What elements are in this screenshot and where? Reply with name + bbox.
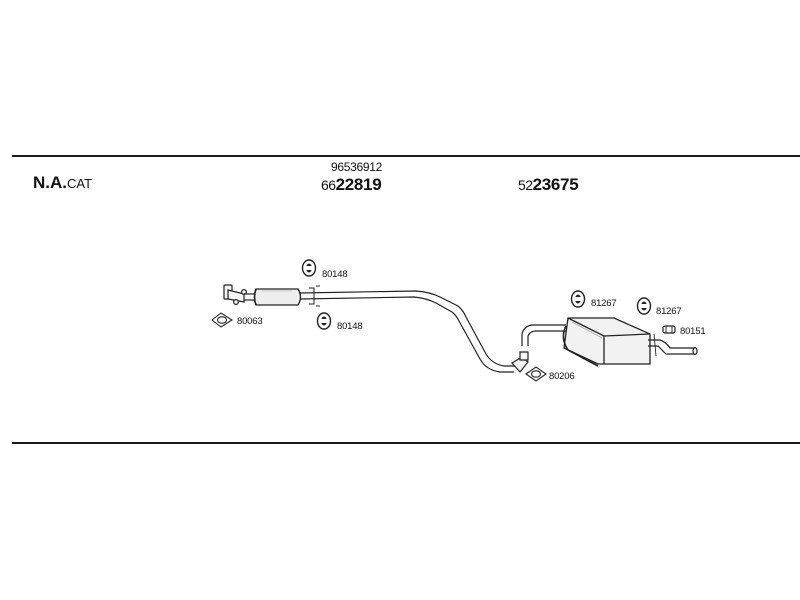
middle-pipe-icon xyxy=(299,285,516,373)
callout-middle-clamp: 80206 xyxy=(549,371,574,382)
callout-front-gasket: 80063 xyxy=(237,316,262,327)
catalog-label-main: N.A. xyxy=(33,173,67,192)
catalog-label-suffix: CAT xyxy=(67,176,93,191)
rear-section-code-prefix: 52 xyxy=(518,177,533,193)
callout-front-hanger-upper: 80148 xyxy=(322,269,347,280)
catalog-label: N.A.CAT xyxy=(33,173,92,193)
gasket-icon-middle xyxy=(525,366,547,382)
tailpipe-icon xyxy=(648,333,698,357)
middle-clamp-icon xyxy=(511,351,529,373)
rubber-hanger-icon-rear-right xyxy=(636,297,652,315)
callout-rear-hanger-right: 81267 xyxy=(656,306,681,317)
callout-rear-hanger-left: 81267 xyxy=(591,298,616,309)
front-flange-icon xyxy=(223,284,248,306)
rear-muffler-icon xyxy=(562,317,651,367)
top-divider xyxy=(12,155,800,157)
rear-section-code-main: 23675 xyxy=(532,175,579,194)
front-section-code-prefix: 66 xyxy=(321,177,336,193)
callout-tail-clamp: 80151 xyxy=(680,326,705,337)
front-section-code-main: 22819 xyxy=(335,175,382,194)
rubber-hanger-icon-rear-left xyxy=(570,290,586,308)
gasket-icon-front xyxy=(211,312,234,328)
rear-inlet-pipe-icon xyxy=(521,324,566,346)
rubber-hanger-icon-front-upper xyxy=(301,259,317,277)
clamp-icon-tail xyxy=(662,325,676,334)
front-section-alt-number: 96536912 xyxy=(331,160,382,174)
rear-section-part-number: 5223675 xyxy=(518,175,579,195)
bottom-divider xyxy=(12,442,800,444)
front-section-part-number: 6622819 xyxy=(321,175,382,195)
callout-front-hanger-lower: 80148 xyxy=(337,321,362,332)
rubber-hanger-icon-front-lower xyxy=(316,312,332,330)
front-resonator-icon xyxy=(244,288,302,306)
